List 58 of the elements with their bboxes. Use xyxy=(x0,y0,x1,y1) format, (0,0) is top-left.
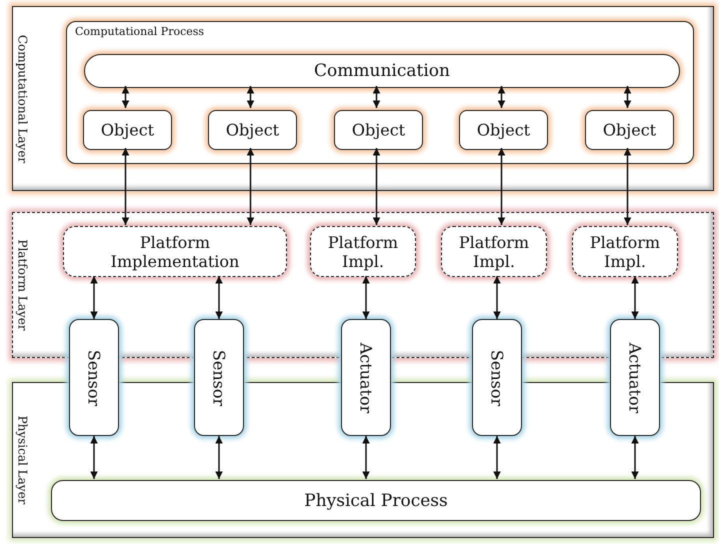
double-arrow xyxy=(624,86,632,108)
node-label: Actuator xyxy=(356,342,376,413)
node-label: Object xyxy=(350,120,406,140)
double-arrow xyxy=(90,436,98,479)
platform-box xyxy=(63,226,287,277)
node-label: Sensor xyxy=(209,349,229,406)
object-box xyxy=(585,110,674,150)
double-arrow xyxy=(215,276,223,319)
node-label: Physical Process xyxy=(303,490,449,511)
double-arrow xyxy=(90,276,98,319)
layer-label: Platform Layer xyxy=(15,239,30,331)
device-box xyxy=(472,319,522,436)
object-box xyxy=(459,110,548,150)
object-box xyxy=(208,110,297,150)
node-label: Sensor xyxy=(487,349,507,406)
communication-bar xyxy=(84,54,680,88)
double-arrow xyxy=(498,148,506,225)
layer-band xyxy=(12,6,714,191)
node-label: Object xyxy=(476,120,532,140)
node-label: Object xyxy=(100,120,156,140)
object-box xyxy=(334,110,423,150)
node-label: Object xyxy=(224,120,280,140)
node-label: Object xyxy=(602,120,658,140)
node-label: Communication xyxy=(313,60,451,82)
node-label: Sensor xyxy=(84,349,104,406)
double-arrow xyxy=(498,86,506,108)
platform-box xyxy=(441,226,547,277)
device-box xyxy=(194,319,244,436)
node-label: Platform Impl. xyxy=(588,232,662,271)
double-arrow xyxy=(362,436,370,479)
double-arrow xyxy=(372,148,380,225)
double-arrow xyxy=(631,276,639,319)
layer-label: Computational Layer xyxy=(15,34,30,163)
node-label: Platform Implementation xyxy=(110,232,240,271)
double-arrow xyxy=(493,276,501,319)
double-arrow xyxy=(493,436,501,479)
object-box xyxy=(83,110,172,150)
double-arrow xyxy=(631,436,639,479)
double-arrow xyxy=(122,86,130,108)
double-arrow xyxy=(372,86,380,108)
device-box xyxy=(610,319,660,436)
layer-label: Physical Layer xyxy=(15,416,30,504)
process-container xyxy=(66,21,694,164)
container-title: Computational Process xyxy=(75,25,204,38)
device-box xyxy=(341,319,391,436)
node-label: Platform Impl. xyxy=(458,232,530,271)
double-arrow xyxy=(215,436,223,479)
device-box xyxy=(69,319,119,436)
double-arrow xyxy=(362,276,370,319)
double-arrow xyxy=(122,148,130,225)
platform-box xyxy=(310,226,416,277)
platform-box xyxy=(572,226,678,277)
node-label: Platform Impl. xyxy=(326,232,400,271)
double-arrow xyxy=(246,148,254,225)
process-bar xyxy=(51,480,701,521)
double-arrow xyxy=(246,86,254,108)
double-arrow xyxy=(624,148,632,225)
node-label: Actuator xyxy=(625,342,645,413)
